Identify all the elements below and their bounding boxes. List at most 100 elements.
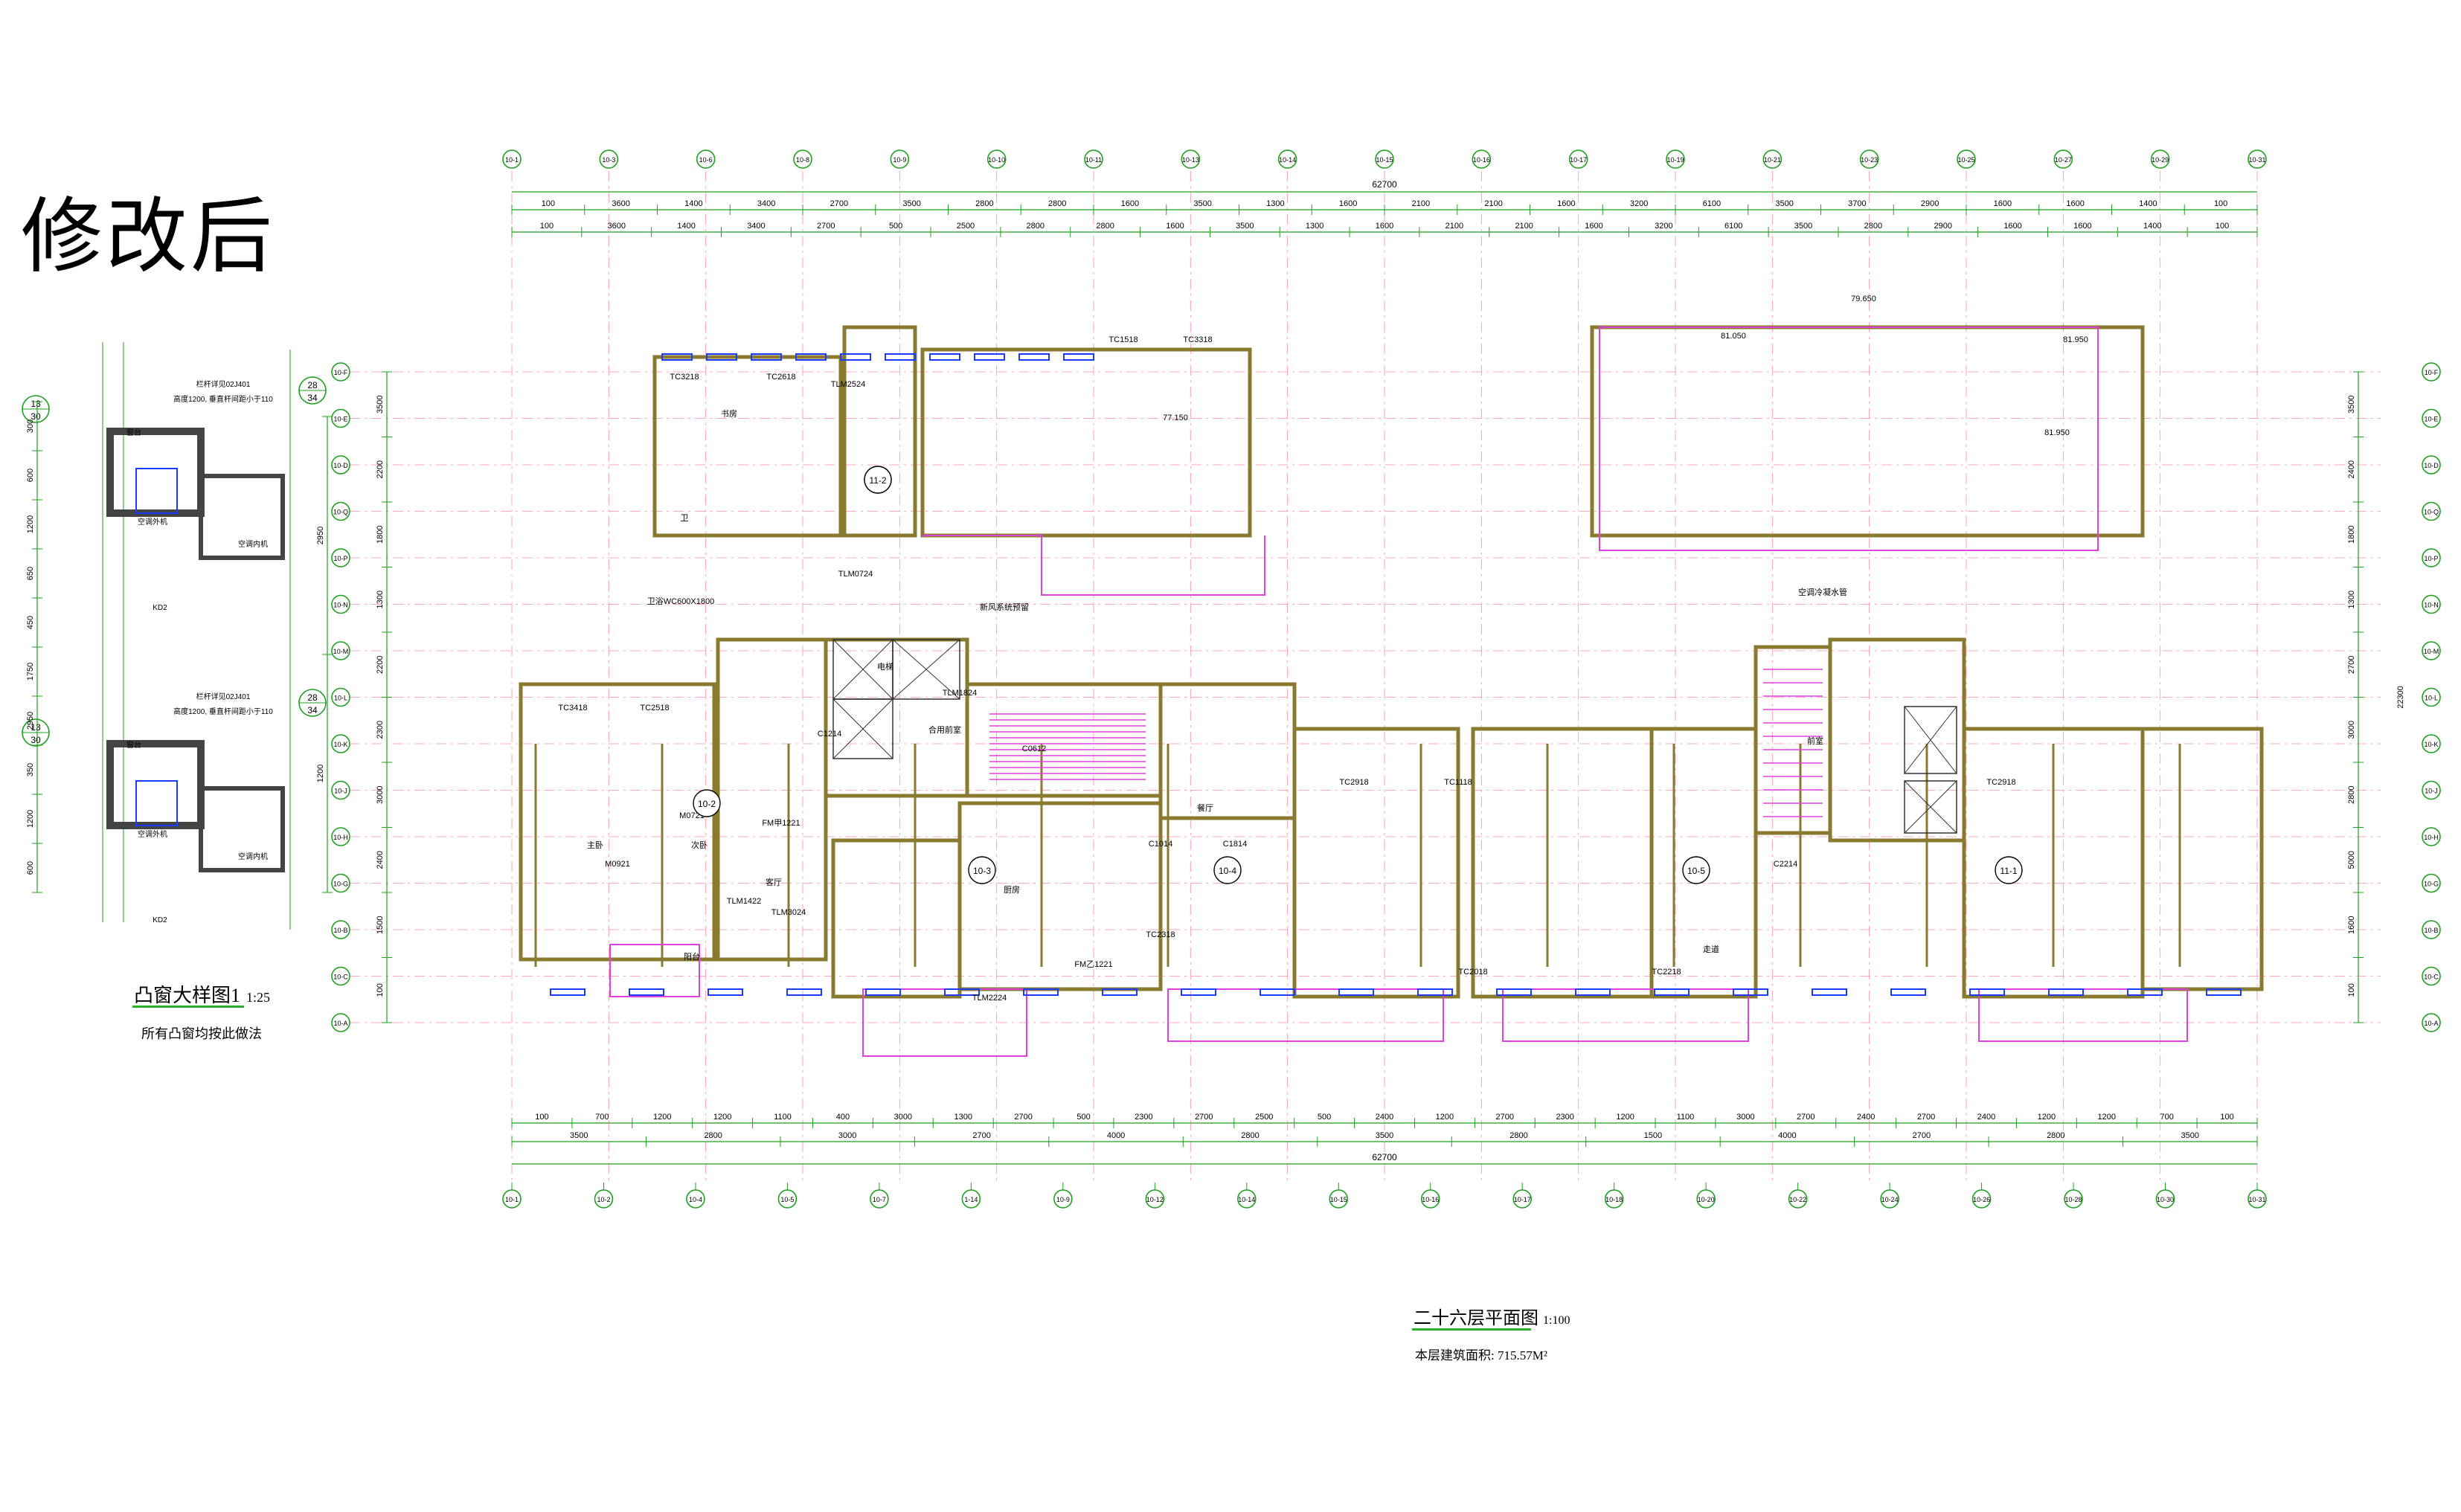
right-dims-value: 100 [2347, 983, 2356, 997]
bottom-dim-row1-value: 1200 [713, 1113, 731, 1122]
window-mark [1338, 988, 1374, 996]
top-axis-bubble [2150, 149, 2170, 169]
wall-block [1828, 637, 1966, 843]
bottom-dim-row1-value: 1300 [954, 1113, 972, 1122]
detail-dims-right-value: 1200 [316, 765, 325, 782]
left-axis-label: 10-M [333, 648, 349, 655]
top-dim-row2-value: 1600 [1376, 222, 1393, 231]
window-label: TC1518 [1108, 335, 1138, 344]
room-label: 次卧 [691, 840, 708, 850]
bottom-axis-bubble [870, 1189, 889, 1209]
bottom-dim-row1-value: 1200 [2038, 1113, 2056, 1122]
top-axis-bubble [1181, 149, 1201, 169]
bottom-dim-row1-value: 2700 [1014, 1113, 1032, 1122]
left-axis-label: 10-H [333, 834, 348, 841]
top-axis-bubble [599, 149, 619, 169]
top-axis-label: 10-3 [602, 156, 615, 164]
bottom-dim-row2-value: 3500 [570, 1131, 588, 1140]
bottom-axis-bubble [1604, 1189, 1624, 1209]
bottom-axis-label: 10-7 [873, 1196, 886, 1203]
left-axis-bubble [331, 548, 350, 567]
left-axis-label: 10-P [333, 555, 347, 562]
right-dims-value: 2700 [2347, 656, 2356, 674]
left-axis-bubble [331, 920, 350, 939]
window-mark [1102, 988, 1138, 996]
top-dim-row1-value: 3500 [1193, 199, 1211, 208]
unit-bubble [864, 466, 892, 494]
window-label: TC2918 [1986, 778, 2015, 787]
room-label: 餐厅 [1197, 802, 1213, 813]
window-label: TC2318 [1146, 930, 1175, 939]
room-label: 书房 [721, 409, 737, 419]
bottom-axis-bubble [1971, 1189, 1992, 1209]
detail-label-lower: KD2 [153, 916, 167, 924]
left-axis-label: 10-B [333, 927, 347, 934]
bottom-dim-row1-value: 700 [2160, 1113, 2173, 1122]
top-dim-row1-value: 1600 [1994, 199, 2012, 208]
top-axis-label: 10-13 [1182, 156, 1199, 164]
left-axis-bubble [331, 687, 350, 707]
left-dims-value: 2200 [376, 460, 385, 478]
unit-label: 11-1 [2000, 866, 2017, 876]
detail-bubble-top: 13 [31, 722, 41, 733]
right-axis-label: 10-B [2424, 927, 2438, 934]
window-mark [708, 988, 743, 996]
top-dim-row2-value: 100 [540, 222, 554, 231]
detail-label: 高度1200, 垂直杆间距小于110 [173, 394, 273, 404]
top-dim-row1-value: 3400 [757, 199, 775, 208]
top-axis-label: 10-21 [1764, 156, 1781, 164]
detail-bubble-bottom: 34 [307, 705, 318, 715]
top-dim-row2-value: 2800 [1096, 222, 1114, 231]
bottom-axis-label: 10-9 [1056, 1196, 1070, 1203]
left-axis-label: 10-Q [333, 509, 348, 516]
detail-label-lower: 空调外机 [138, 829, 167, 839]
bottom-dim-row1-value: 700 [595, 1113, 609, 1122]
balcony-outline [1167, 988, 1444, 1042]
window-label: TC3418 [558, 704, 587, 712]
bottom-axis-bubble [1329, 1189, 1349, 1209]
left-dims-value: 3500 [376, 396, 385, 414]
left-axis-label: 10-G [333, 881, 348, 888]
window-mark [1969, 988, 2005, 996]
right-axis-bubble [2422, 408, 2441, 428]
right-axis-label: 10-L [2425, 695, 2438, 702]
window-mark [751, 353, 782, 361]
bottom-axis-bubble [686, 1189, 705, 1209]
elevation-label: 81.050 [1721, 332, 1746, 341]
bottom-dim-row1-value: 2700 [1496, 1113, 1514, 1122]
bottom-dim-row2-value: 2700 [972, 1131, 990, 1140]
top-dim-row2-value: 2100 [1446, 222, 1463, 231]
bottom-dim-row2-value: 2800 [704, 1131, 722, 1140]
top-axis-bubble [696, 149, 716, 169]
bottom-axis-bubble [2247, 1189, 2267, 1209]
bottom-axis-bubble [1420, 1189, 1440, 1209]
bottom-axis-bubble [1788, 1189, 1808, 1209]
top-axis-label: 10-9 [893, 156, 906, 164]
right-axis-label: 10-F [2425, 369, 2439, 376]
top-axis-bubble [1084, 149, 1103, 169]
window-mark [706, 353, 737, 361]
window-mark [795, 353, 827, 361]
top-axis-label: 10-15 [1376, 156, 1393, 164]
bottom-dim-row1-value: 100 [2220, 1113, 2233, 1122]
bottom-dim-row2-value: 2800 [1509, 1131, 1527, 1140]
top-dim-row2-value: 6100 [1724, 222, 1742, 231]
elevator-cross [832, 698, 893, 759]
door-label: TLM1824 [943, 689, 977, 698]
bottom-axis-bubble [2064, 1189, 2083, 1209]
top-dim-row1-value: 2900 [1921, 199, 1939, 208]
balcony-outline [609, 944, 700, 997]
top-axis-bubble [2247, 149, 2267, 169]
left-dims-value: 1500 [376, 916, 385, 934]
top-dim-row2-value: 3500 [1236, 222, 1254, 231]
left-dims-value: 2200 [376, 656, 385, 674]
elevator-shaft [892, 639, 960, 700]
bottom-axis-bubble [1236, 1189, 1257, 1209]
bottom-dim-row2-value: 2700 [1913, 1131, 1931, 1140]
top-axis-label: 10-29 [2152, 156, 2169, 164]
top-dim-row2-value: 500 [889, 222, 902, 231]
unit-bubble [1682, 856, 1710, 884]
unit-label: 10-5 [1687, 866, 1705, 876]
top-dim-row2-value: 3600 [608, 222, 626, 231]
